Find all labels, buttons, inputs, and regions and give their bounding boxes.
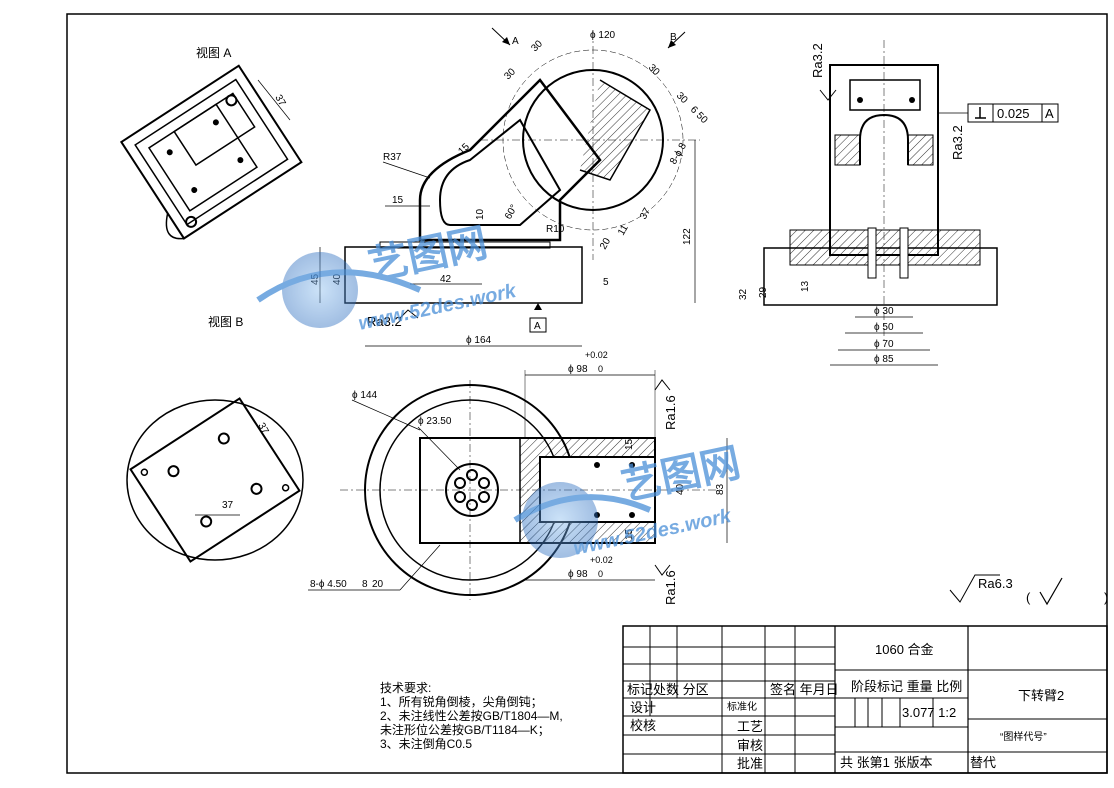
dim-r37: R37	[383, 152, 402, 163]
tech-notes-title: 技术要求:	[380, 681, 431, 695]
title-standard: 标准化	[727, 700, 757, 713]
dim-phi164: ϕ 164	[466, 335, 492, 346]
arrow-a-label: A	[512, 36, 519, 47]
title-process: 工艺	[737, 719, 763, 734]
ra32-right: Ra3.2	[950, 125, 965, 160]
paren-close: )	[1104, 590, 1108, 605]
title-approve: 批准	[737, 756, 763, 771]
side-view: Ra3.2 Ra3.2 0.025 A 32 29 13 ϕ 30 ϕ 50 ϕ…	[738, 40, 1059, 366]
dim-30-c: 30	[646, 62, 662, 78]
dim-15-top-view-b: 15	[624, 528, 635, 540]
dim-29: 29	[758, 286, 769, 298]
roughness-note: Ra6.3 ( )	[949, 574, 1108, 606]
dim-phi98-bot: ϕ 98	[568, 569, 588, 580]
dim-10: 10	[475, 208, 486, 220]
watermark-upper: 艺图网 www.52des.work	[256, 221, 519, 335]
tech-notes-line2: 2、未注线性公差按GB/T1804—M,	[380, 708, 563, 723]
view-a-label: 视图 A	[196, 45, 231, 60]
dim-30-b: 30	[502, 66, 518, 82]
dim-phi98-top-tol-lo: 0	[598, 364, 603, 374]
dim-phi120: ϕ 120	[590, 30, 616, 41]
tolerance-value: 0.025	[997, 106, 1030, 121]
dim-42: 42	[440, 274, 452, 285]
dim-phi70: ϕ 70	[874, 339, 894, 350]
title-replace: 替代	[970, 755, 996, 770]
dim-30-a: 30	[529, 38, 545, 54]
watermark-text-upper: 艺图网	[365, 221, 492, 289]
dim-phi30: ϕ 30	[874, 306, 894, 317]
dim-8-phi8: 8-ϕ 8	[668, 141, 689, 167]
dim-60deg: 60°	[503, 203, 520, 222]
dim-holes-depth2: 20	[372, 579, 384, 590]
title-block	[622, 625, 1108, 774]
title-sheets: 共 张第1 张版本	[840, 755, 932, 770]
dim-phi85: ϕ 85	[874, 354, 894, 365]
dim-holes: 8-ϕ 4.50	[310, 579, 347, 590]
dim-13: 13	[800, 280, 811, 292]
dim-37-view-a: 37	[272, 93, 287, 109]
ra63: Ra6.3	[978, 576, 1013, 591]
tech-notes-line3: 未注形位公差按GB/T1184—K；	[380, 722, 550, 737]
ra32-top: Ra3.2	[810, 43, 825, 78]
dim-37-view-b-b: 37	[222, 500, 234, 511]
title-stage-weight-scale: 阶段标记 重量 比例	[851, 679, 962, 694]
view-a: 视图 A 37	[119, 45, 303, 240]
dim-5: 5	[603, 277, 609, 288]
dim-phi98-bot-tol-up: +0.02	[590, 555, 613, 565]
dim-holes-depth: 8	[362, 579, 368, 590]
dim-83: 83	[715, 483, 726, 495]
dim-11: 11	[616, 223, 631, 238]
dim-30-d: 30	[674, 90, 690, 106]
ra16-top: Ra1.6	[663, 395, 678, 430]
dim-phi98-bot-tol-lo: 0	[598, 569, 603, 579]
title-row-headers: 标记处数 分区	[627, 682, 709, 697]
dim-phi2350: ϕ 23.50	[418, 416, 452, 427]
drawing-border	[66, 13, 1108, 774]
title-design: 设计	[630, 700, 656, 715]
datum-a-box	[529, 317, 547, 333]
arrow-b-label: B	[670, 32, 677, 43]
dim-37-view-b-a: 37	[255, 421, 270, 437]
view-b-label: 视图 B	[208, 314, 243, 329]
title-sign-date: 签名 年月日	[770, 682, 839, 697]
watermark-globe-icon	[282, 252, 358, 328]
view-b: 37 37	[126, 397, 304, 563]
dim-15-top-view-a: 15	[624, 438, 635, 450]
dim-phi98-top: ϕ 98	[568, 364, 588, 375]
tech-notes-line4: 3、未注倒角C0.5	[380, 736, 472, 751]
dim-phi98-top-tol-up: +0.02	[585, 350, 608, 360]
ra32-left: Ra3.2	[367, 314, 402, 329]
dim-37-front: 37	[638, 206, 653, 222]
dim-40-top-view: 40	[675, 483, 686, 495]
title-material: 1060 合金	[875, 642, 934, 657]
dim-phi144: ϕ 144	[352, 390, 378, 401]
dim-r10: R10	[546, 224, 565, 235]
title-drawing-no: “图样代号”	[1000, 730, 1047, 743]
watermark-globe-icon-lower	[522, 482, 598, 558]
watermark-url-upper: www.52des.work	[356, 280, 518, 335]
dim-122: 122	[682, 228, 693, 245]
title-part-name: 下转臂2	[1018, 688, 1064, 703]
tech-notes: 技术要求: 1、所有锐角倒棱，尖角倒钝； 2、未注线性公差按GB/T1804—M…	[380, 681, 563, 751]
tech-notes-line1: 1、所有锐角倒棱，尖角倒钝；	[380, 694, 543, 709]
dim-32: 32	[738, 288, 749, 300]
tolerance-datum: A	[1045, 106, 1054, 121]
datum-a-label: A	[534, 321, 541, 332]
dim-20: 20	[598, 236, 613, 252]
title-review: 审核	[737, 738, 763, 753]
ra16-bot: Ra1.6	[663, 570, 678, 605]
title-check: 校核	[630, 718, 656, 733]
title-weight-scale-values: 3.077 1:2	[902, 705, 956, 720]
dim-15-a: 15	[392, 195, 404, 206]
dim-phi50: ϕ 50	[874, 322, 894, 333]
paren-open: (	[1026, 590, 1031, 605]
dim-6-50: 6 50	[688, 104, 710, 126]
